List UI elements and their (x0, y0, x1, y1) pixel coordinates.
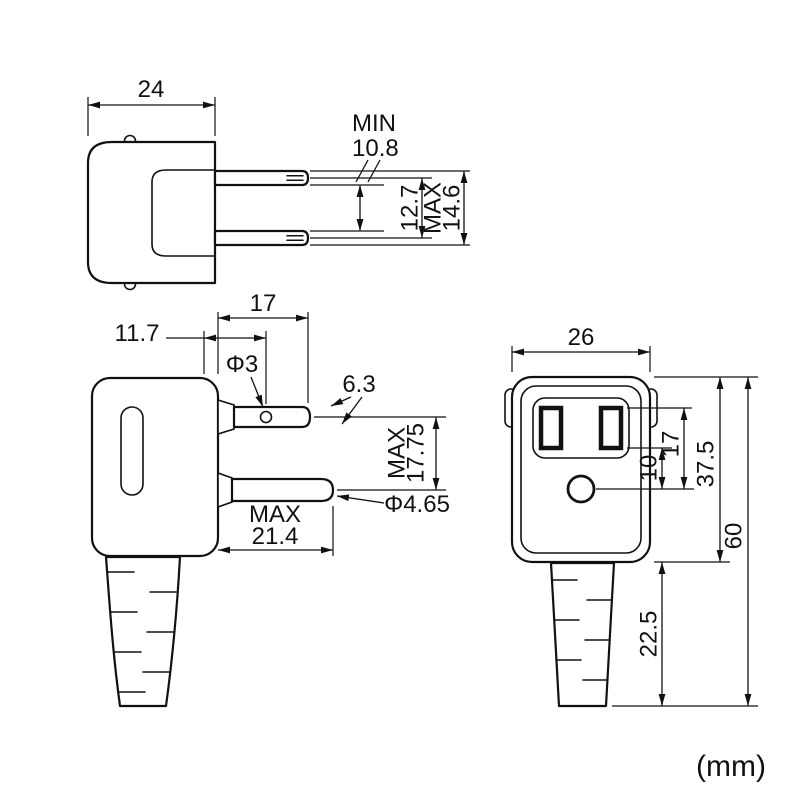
dim-blade-width-6-3: 6.3 (330, 371, 376, 425)
plug-side-outline (90, 376, 220, 558)
dim-label-pin-length-max-value: 21.4 (252, 523, 299, 550)
dim-blade-pitch: 12.7 (310, 177, 432, 239)
units-label: (mm) (696, 750, 766, 783)
blade-top-upper (213, 169, 310, 187)
slot-left (538, 405, 564, 451)
dim-hole-offset-11-7: 11.7 (115, 320, 267, 404)
dim-label-total-length: 60 (721, 523, 748, 550)
dim-label-span-max: MAX (384, 427, 411, 479)
socket-outline (510, 375, 652, 564)
dim-blade-length-17: 17 (217, 290, 309, 403)
dim-label-span-max-value: 17.75 (403, 423, 430, 483)
dim-label-pin-dia: Φ4.65 (384, 491, 450, 518)
socket-inner-line (520, 385, 642, 554)
top-view: 24 MIN 10.8 12.7 MAX 14.6 (86, 76, 470, 291)
dim-label-pin-length-max: MAX (249, 501, 301, 528)
plug-side-slot (120, 406, 144, 496)
dim-label-boot-length: 22.5 (636, 611, 663, 658)
dim-pin-length-max: MAX 21.4 (218, 501, 334, 556)
cable-side (104, 555, 182, 708)
dim-label-min: MIN (352, 110, 396, 137)
slot-right (598, 405, 624, 451)
dim-label-body-width: 24 (138, 76, 165, 103)
dim-label-body-height: 37.5 (693, 441, 720, 488)
dim-label-blade-length: 17 (250, 290, 277, 317)
dim-boot-length-22-5: 22.5 (612, 562, 758, 707)
ground-pin (217, 471, 335, 509)
dim-label-max: MAX (420, 182, 447, 234)
dim-body-height-37-5: 37.5 (654, 376, 758, 563)
dim-label-blade-width: 6.3 (342, 371, 375, 398)
ground-hole (566, 474, 596, 504)
dim-label-hole-offset: 11.7 (115, 320, 160, 347)
dim-label-blade-pitch: 12.7 (397, 185, 424, 232)
dim-label-blade-hole-dia: Φ3 (226, 351, 259, 378)
plug-top-face-line (151, 169, 215, 257)
dim-socket-width-26: 26 (511, 324, 651, 372)
cable-front (549, 561, 616, 708)
dim-label-socket-width: 26 (568, 324, 595, 351)
dim-blade-span-max: MAX 14.6 (310, 170, 470, 246)
dim-slot-bottom-to-hole-10: 10 (627, 447, 672, 489)
socket-recess (532, 397, 630, 459)
dim-label-slot-bottom-to-hole: 10 (636, 455, 663, 482)
blade-top-lower (213, 229, 310, 247)
side-view: 17 11.7 Φ3 6.3 MAX 17.75 Φ4.65 (90, 290, 450, 708)
dim-pin-dia: Φ4.65 (336, 491, 450, 518)
dim-label-min-value: 10.8 (352, 135, 399, 162)
blade-hole (259, 410, 273, 424)
front-view: 26 17 10 37.5 22.5 60 (504, 324, 758, 708)
dim-total-length-60: 60 (721, 377, 752, 706)
plug-top-body (86, 134, 217, 291)
dim-label-max-value: 14.6 (439, 185, 466, 232)
dim-body-width-24: 24 (87, 76, 216, 136)
dim-span-max-17-75: MAX 17.75 (314, 416, 446, 491)
plug-side-body (90, 376, 220, 558)
dim-blade-hole-dia: Φ3 (226, 351, 264, 408)
socket-body (504, 375, 658, 564)
flat-blade (217, 398, 312, 436)
